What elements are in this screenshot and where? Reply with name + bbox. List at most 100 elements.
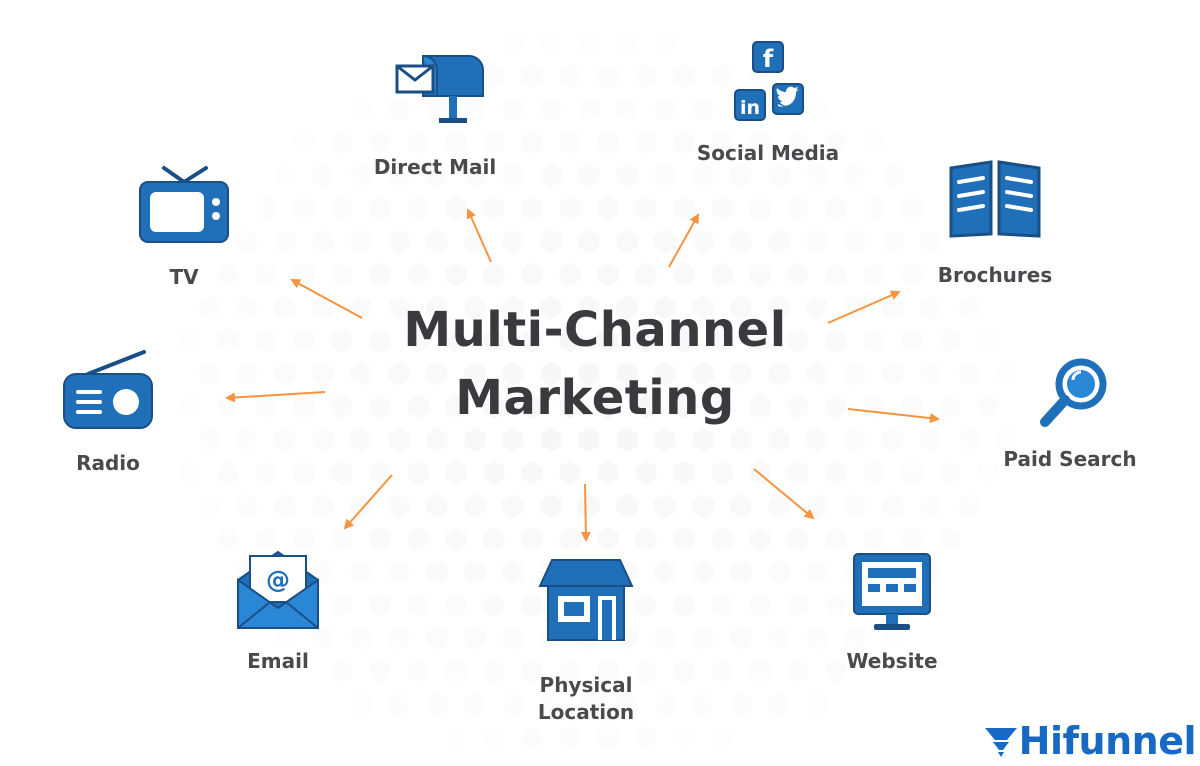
channel-tv: TV (114, 164, 254, 291)
background-hex (502, 493, 524, 518)
channel-paid-search: Paid Search (990, 358, 1150, 473)
background-hex (635, 328, 657, 353)
background-hex (559, 262, 581, 287)
funnel-logo-icon (984, 728, 1017, 757)
background-hex (749, 394, 771, 419)
title-line-1: Multi-Channel (403, 302, 787, 358)
email-icon: @ (237, 550, 319, 629)
background-hex (749, 328, 771, 353)
background-hex (654, 229, 676, 254)
background-hex (540, 361, 562, 386)
background-hex (483, 262, 505, 287)
background-hex (730, 295, 752, 320)
background-hex (692, 427, 714, 452)
social-media-icon: f in (734, 41, 804, 121)
background-hex (502, 295, 524, 320)
background-hex (654, 295, 676, 320)
background-hex (369, 394, 391, 419)
background-hex (559, 328, 581, 353)
arrow-social-media (668, 213, 699, 268)
arrow-website (753, 468, 815, 520)
background-hex (407, 394, 429, 419)
background-hex (597, 527, 619, 551)
background-hex (521, 262, 543, 287)
background-hex (407, 328, 429, 353)
background-hex (711, 394, 733, 419)
background-hex (654, 361, 676, 386)
background-hex (673, 527, 695, 551)
channel-social-media: f in Social Media (678, 40, 858, 167)
background-hex (407, 460, 429, 485)
background-hex (388, 427, 410, 452)
tv-icon (139, 166, 229, 243)
channel-label-line-2: Location (537, 700, 635, 724)
background-hex (578, 427, 600, 452)
channel-label: Physical Location (538, 672, 634, 726)
background-hex (616, 427, 638, 452)
page-title: Multi-Channel Marketing (300, 296, 890, 432)
background-hex (464, 295, 486, 320)
channel-radio: Radio (38, 348, 178, 477)
background-hex (730, 493, 752, 518)
background-hex (483, 394, 505, 419)
background-hex (559, 527, 581, 551)
background-hex (502, 560, 524, 584)
background-hex (635, 527, 657, 551)
background-hex (768, 361, 790, 386)
background-hex (578, 361, 600, 386)
background-hex (616, 295, 638, 320)
arrow-paid-search (847, 408, 940, 424)
background-hex (692, 361, 714, 386)
channel-brochures: Brochures (920, 158, 1070, 289)
background-hex (711, 262, 733, 287)
channel-label: Brochures (937, 263, 1053, 287)
background-hex (426, 427, 448, 452)
background-hex (521, 328, 543, 353)
svg-text:@: @ (266, 566, 290, 594)
storefront-icon (538, 559, 634, 641)
background-hex (692, 295, 714, 320)
background-hex (654, 493, 676, 518)
background-hex (616, 229, 638, 254)
background-hex (673, 262, 695, 287)
background-hex (597, 328, 619, 353)
brand-logo: Hifunnel (983, 719, 1197, 763)
background-hex (635, 262, 657, 287)
background-hex (673, 328, 695, 353)
background-hex (426, 493, 448, 518)
background-hex (464, 361, 486, 386)
background-hex (521, 460, 543, 485)
background-hex (559, 394, 581, 419)
background-hex (540, 493, 562, 518)
arrow-brochures (827, 290, 901, 324)
channel-label: Direct Mail (373, 155, 497, 179)
mailbox-icon (395, 55, 484, 123)
arrow-direct-mail (466, 208, 492, 263)
channel-label: Website (846, 649, 938, 673)
background-hex (388, 361, 410, 386)
channel-physical-location: Physical Location (516, 556, 656, 726)
svg-text:f: f (763, 45, 774, 73)
background-hex (445, 262, 467, 287)
title-line-2: Marketing (455, 370, 735, 426)
brand-name: Hifunnel (1018, 719, 1197, 763)
background-hex (654, 427, 676, 452)
channel-label: Email (247, 649, 309, 673)
background-hex (540, 229, 562, 254)
background-hex (673, 394, 695, 419)
background-hex (445, 394, 467, 419)
monitor-icon (853, 553, 931, 630)
background-hex (597, 262, 619, 287)
background-hex (521, 527, 543, 551)
background-hex (787, 394, 809, 419)
background-hex (559, 460, 581, 485)
arrow-physical-location (580, 483, 591, 542)
background-hex (540, 427, 562, 452)
magnifier-icon (1040, 358, 1107, 427)
background-hex (445, 527, 467, 551)
channel-label: Paid Search (1003, 447, 1137, 471)
background-hex (578, 493, 600, 518)
background-hex (464, 427, 486, 452)
